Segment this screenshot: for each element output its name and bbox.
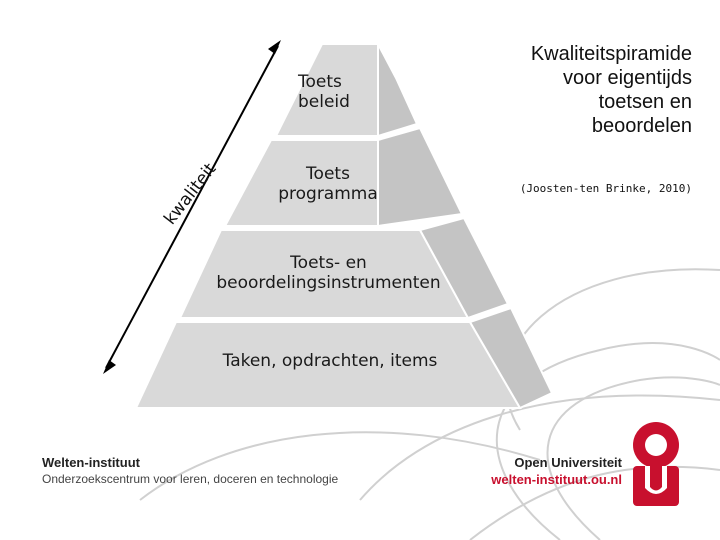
footer-institute-subtitle: Onderzoekscentrum voor leren, doceren en… — [42, 472, 339, 486]
source-citation: (Joosten-ten Brinke, 2010) — [519, 182, 692, 195]
footer-university-name: Open Universiteit — [514, 455, 622, 470]
level-3-label: Toets- en beoordelingsinstrumenten — [216, 253, 441, 293]
level-1-label: Toets beleid — [298, 72, 350, 112]
footer-website-link[interactable]: welten-instituut.ou.nl — [491, 472, 622, 487]
pyramid-level-4-side — [468, 306, 554, 410]
pyramid-level-2-side — [377, 126, 464, 228]
ou-logo — [633, 422, 679, 506]
pyramid — [134, 43, 554, 410]
level-2-label: Toets programma — [278, 164, 378, 204]
footer-institute-name: Welten-instituut — [42, 455, 140, 470]
pyramid-level-1-side — [377, 43, 419, 138]
quality-arrow — [103, 40, 281, 374]
slide-title: Kwaliteitspiramide voor eigentijds toets… — [530, 43, 692, 137]
pyramid-level-3-side — [418, 216, 510, 320]
level-4-label: Taken, opdrachten, items — [222, 351, 438, 371]
